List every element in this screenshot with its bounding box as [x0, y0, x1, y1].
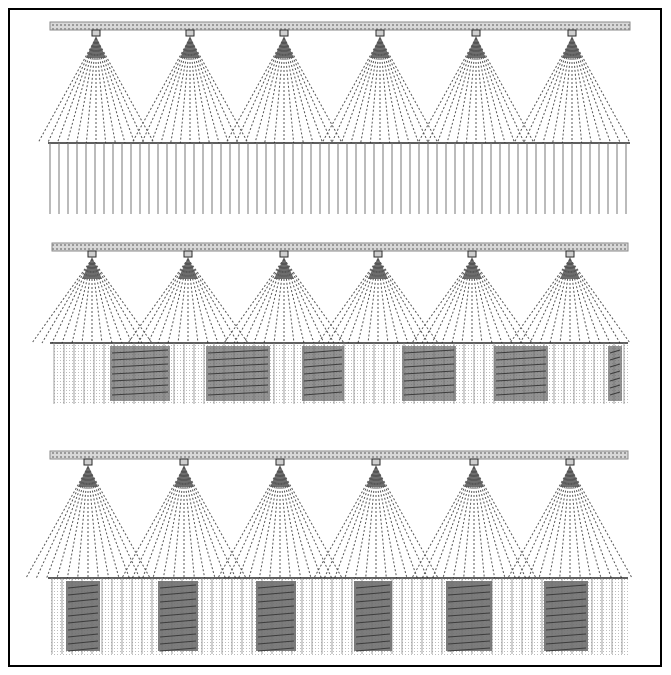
spray-nozzle-icon — [470, 459, 478, 465]
boom-pipe — [50, 451, 628, 459]
deposit-band — [206, 346, 270, 401]
spray-nozzle-icon — [84, 459, 92, 465]
spray-nozzle-icon — [472, 30, 480, 36]
spray-nozzle-icon — [566, 459, 574, 465]
spray-nozzle-icon — [92, 30, 100, 36]
spray-nozzle-icon — [568, 30, 576, 36]
boom-pipe — [52, 243, 628, 251]
deposit-band — [402, 346, 456, 401]
spray-nozzle-icon — [280, 251, 288, 257]
spray-nozzle-icon — [180, 459, 188, 465]
spray-nozzle-icon — [372, 459, 380, 465]
spray-nozzle-icon — [88, 251, 96, 257]
deposit-band — [110, 346, 170, 401]
deposit-background — [50, 579, 628, 655]
spray-nozzle-icon — [280, 30, 288, 36]
spray-nozzle-icon — [376, 30, 384, 36]
deposit-band — [66, 581, 100, 651]
deposit-band — [158, 581, 198, 651]
deposit-band — [256, 581, 296, 651]
spray-nozzle-icon — [186, 30, 194, 36]
deposit-band — [608, 346, 622, 401]
deposit-band — [446, 581, 492, 651]
deposit-band — [544, 581, 588, 651]
deposit-band — [302, 346, 344, 401]
figure-frame — [9, 9, 661, 666]
spray-nozzle-icon — [468, 251, 476, 257]
spray-nozzle-icon — [276, 459, 284, 465]
spray-nozzle-icon — [184, 251, 192, 257]
spray-nozzle-icon — [374, 251, 382, 257]
boom-pipe — [50, 22, 630, 30]
deposit-band — [354, 581, 392, 651]
deposit-band — [494, 346, 548, 401]
spray-nozzle-icon — [566, 251, 574, 257]
